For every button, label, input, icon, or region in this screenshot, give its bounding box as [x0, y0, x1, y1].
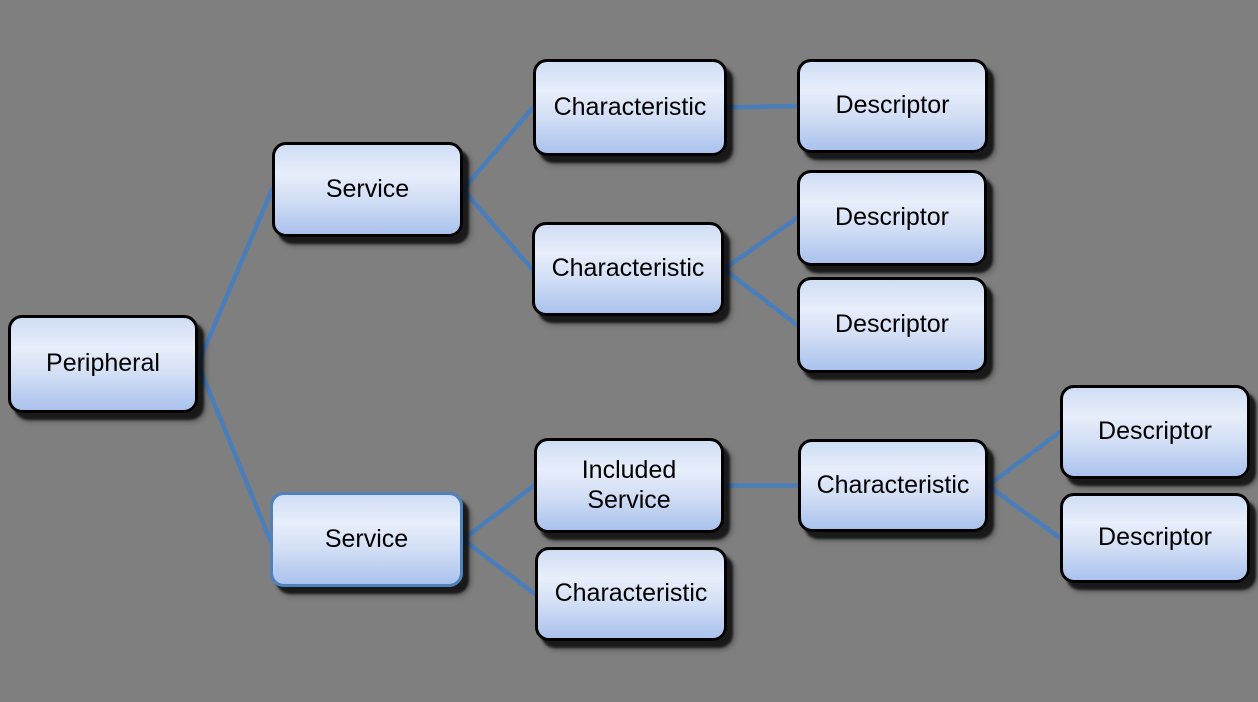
- node-descriptor-1-label: Descriptor: [835, 91, 950, 120]
- node-characteristic-2-label: Characteristic: [551, 254, 705, 283]
- connector-characteristic-4-to-descriptor-5: [985, 483, 1063, 541]
- node-descriptor-1: Descriptor: [797, 59, 988, 153]
- connector-characteristic-4-to-descriptor-4: [985, 429, 1063, 488]
- node-service-bottom-label: Service: [324, 524, 409, 553]
- node-characteristic-4: Characteristic: [798, 439, 988, 532]
- node-included-service-label: Included Service: [581, 456, 677, 514]
- node-peripheral-label: Peripheral: [46, 349, 160, 378]
- node-descriptor-2-label: Descriptor: [835, 203, 949, 232]
- node-descriptor-3-label: Descriptor: [835, 310, 949, 339]
- node-included-service: Included Service: [534, 438, 724, 533]
- node-characteristic-4-label: Characteristic: [816, 470, 970, 499]
- connector-peripheral-to-service-1: [195, 187, 275, 367]
- connector-service-1-to-characteristic-1: [460, 105, 536, 192]
- connector-service-2-to-included-service: [460, 483, 537, 542]
- connector-characteristic-1-to-descriptor-1: [724, 103, 800, 110]
- connector-characteristic-2-to-descriptor-2: [721, 215, 800, 272]
- node-descriptor-5: Descriptor: [1060, 493, 1250, 583]
- node-descriptor-4: Descriptor: [1060, 385, 1250, 479]
- node-descriptor-4-label: Descriptor: [1098, 417, 1212, 446]
- connector-service-1-to-characteristic-2: [460, 187, 535, 272]
- node-characteristic-2: Characteristic: [532, 222, 724, 316]
- node-peripheral: Peripheral: [8, 315, 198, 413]
- node-service-top: Service: [272, 142, 463, 237]
- node-service-bottom: Service: [270, 492, 463, 587]
- connector-peripheral-to-service-2: [195, 361, 273, 542]
- node-characteristic-3: Characteristic: [535, 547, 727, 641]
- connector-service-2-to-characteristic-3: [460, 537, 538, 597]
- node-characteristic-1-label: Characteristic: [553, 92, 707, 121]
- node-descriptor-5-label: Descriptor: [1098, 523, 1212, 552]
- connector-characteristic-2-to-descriptor-3: [721, 266, 800, 328]
- node-descriptor-2: Descriptor: [797, 170, 987, 266]
- node-characteristic-3-label: Characteristic: [554, 579, 708, 608]
- node-characteristic-1: Characteristic: [533, 59, 727, 156]
- node-service-top-label: Service: [325, 174, 410, 203]
- node-descriptor-3: Descriptor: [797, 277, 987, 373]
